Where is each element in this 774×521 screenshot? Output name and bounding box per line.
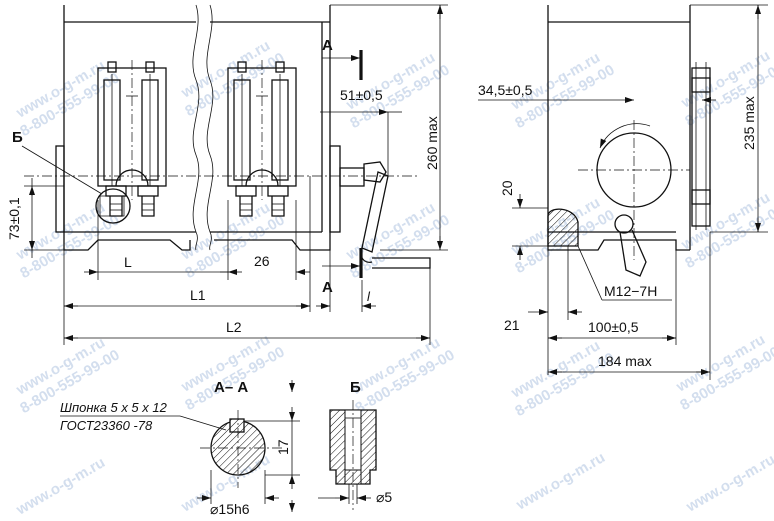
dim-l: l [316,250,376,312]
section-a-top-label: А [322,37,333,54]
dim-26: 26 [220,200,310,280]
watermark-site: www.o-g-m.ru [683,451,774,516]
dim-L-text: L [124,254,132,270]
front-view: А А Б 73±0,1 L 26 [6,4,448,345]
terminal-block [547,208,579,247]
section-marker-a: А А [322,37,363,296]
drive-handle [24,161,431,269]
dim-184-text: 184 max [598,353,652,369]
dim-73: 73±0,1 [6,178,64,258]
dim-L2: L2 [64,268,431,345]
dim-34-5-text: 34,5±0,5 [478,82,533,98]
dim-260-text: 260 max [424,116,440,170]
section-aa-title: А– А [214,379,248,396]
dim-100-text: 100±0,5 [588,319,639,335]
side-view: 34,5±0,5 235 max 20 M12−7H [478,4,768,380]
key-spec-line2: ГОСТ23360 -78 [60,418,153,433]
dim-L: L [84,200,242,280]
dim-100: 100±0,5 [548,250,677,345]
dim-73-text: 73±0,1 [6,197,22,240]
detail-b-title: Б [350,379,361,396]
dim-235: 235 max [690,4,768,233]
dim-L2-text: L2 [226,319,242,335]
dim-260: 260 max [330,4,448,251]
break-line [192,4,200,251]
section-aa: А– А Шпонка 5 х 5 х 12 ГОСТ23360 -78 17 … [60,379,300,517]
section-a-bottom-label: А [322,279,333,296]
dim-17-text: 17 [275,439,291,455]
dim-d5-text: ⌀5 [376,489,392,505]
thread-callout: M12−7H [577,245,672,301]
dim-26-text: 26 [254,253,270,269]
dim-184: 184 max [548,232,711,380]
dim-L1: L1 [63,176,311,345]
dim-21: 21 [504,246,582,375]
switch-unit-right [227,60,297,217]
dim-20-text: 20 [499,180,515,196]
dim-34-5: 34,5±0,5 [478,82,716,103]
detail-b-callout [95,188,131,224]
rotor [578,120,690,277]
dim-51-text: 51±0,5 [340,87,383,103]
watermark-site: www.o-g-m.ru [513,449,608,514]
detail-b-label: Б [12,129,23,146]
front-housing [55,5,341,251]
detail-b: Б ⌀5 [318,379,392,510]
key-spec-line1: Шпонка 5 х 5 х 12 [60,400,168,415]
dim-l-text: l [367,289,371,304]
watermark-layer: www.o-g-m.ru8-800-555-99-00 www.o-g-m.ru… [13,37,774,519]
dim-m12-text: M12−7H [604,283,657,299]
dim-d15-text: ⌀15h6 [210,501,250,517]
watermark-site: www.o-g-m.ru [13,454,108,519]
dim-20: 20 [499,180,548,260]
dim-235-text: 235 max [741,96,757,150]
dim-51: 51±0,5 [320,87,402,176]
dim-21-text: 21 [504,317,520,333]
dim-L1-text: L1 [190,287,206,303]
